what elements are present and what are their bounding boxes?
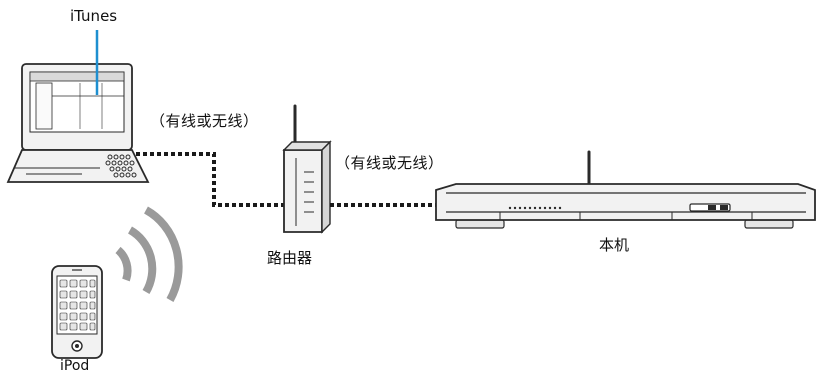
connection-label-right: （有线或无线） bbox=[335, 154, 444, 172]
ipod-label: iPod bbox=[60, 358, 90, 374]
soundbar-icon bbox=[435, 150, 816, 229]
unit-label: 本机 bbox=[599, 236, 630, 254]
cable-laptop-router bbox=[136, 152, 284, 207]
connection-label-left: （有线或无线） bbox=[150, 112, 259, 130]
router-icon bbox=[282, 104, 332, 234]
wireless-waves-icon bbox=[115, 206, 183, 302]
laptop-icon bbox=[6, 63, 150, 183]
ipod-icon bbox=[51, 265, 103, 359]
itunes-label: iTunes bbox=[70, 7, 118, 25]
router-label: 路由器 bbox=[267, 249, 313, 267]
